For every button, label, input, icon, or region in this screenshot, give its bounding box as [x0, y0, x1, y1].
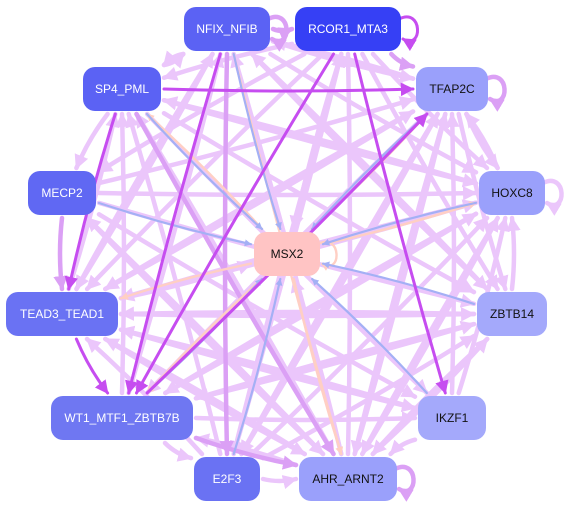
edge-zbtb14-to-msx2 [321, 261, 476, 305]
node-box [184, 7, 270, 51]
edge-sp4-pml-to-zbtb14 [161, 110, 477, 295]
edge-e2f3-to-tead3-tead1 [84, 336, 205, 457]
edge-hoxc8-to-hoxc8 [540, 178, 564, 216]
edge-e2f3-to-msx2 [232, 277, 283, 456]
edge-sp4-pml-to-tfap2c [162, 82, 415, 97]
edges-layer [53, 14, 564, 502]
edge-ikzf1-to-tead3-tead1 [118, 325, 418, 411]
edge-ahr-arnt2-to-ahr-arnt2 [392, 464, 416, 502]
edge-tfap2c-to-nfix-nfib [270, 36, 416, 81]
edge-wt1-mtf1-zbtb7b-to-e2f3 [162, 440, 194, 462]
node-box [477, 292, 547, 336]
edge-sp4-pml-to-ahr-arnt2 [134, 111, 336, 457]
edge-ahr-arnt2-to-rcor1-mta3 [341, 51, 356, 457]
node-ahr-arnt2[interactable]: AHR_ARNT2 [299, 457, 397, 501]
node-zbtb14[interactable]: ZBTB14 [477, 292, 547, 336]
edge-nfix-nfib-to-wt1-mtf1-zbtb7b [125, 52, 222, 395]
edge-tead3-tead1-to-wt1-mtf1-zbtb7b [74, 337, 110, 395]
node-box [254, 232, 320, 276]
node-box [416, 67, 488, 111]
edge-tfap2c-to-tead3-tead1 [103, 109, 416, 292]
edge-nfix-nfib-to-msx2 [232, 52, 282, 231]
edge-rcor1-mta3-to-ikzf1 [353, 52, 449, 395]
edge-nfix-nfib-to-rcor1-mta3 [270, 26, 295, 41]
node-ikzf1[interactable]: IKZF1 [418, 396, 486, 440]
edge-msx2-to-hoxc8 [321, 201, 478, 246]
node-nfix-nfib[interactable]: NFIX_NFIB [184, 7, 270, 51]
node-box [299, 457, 397, 501]
edge-nfix-nfib-to-e2f3 [219, 51, 234, 457]
edge-mecp2-to-hoxc8 [96, 186, 479, 201]
node-box [194, 457, 260, 501]
node-box [295, 7, 401, 51]
edge-wt1-mtf1-zbtb7b-to-ahr-arnt2 [193, 435, 299, 470]
edge-e2f3-to-ahr-arnt2 [260, 475, 299, 490]
edge-ikzf1-to-msx2 [311, 277, 428, 395]
node-box [51, 396, 193, 440]
node-box [418, 396, 486, 440]
node-box [83, 67, 161, 111]
node-tfap2c[interactable]: TFAP2C [416, 67, 488, 111]
edge-hoxc8-to-msx2 [321, 201, 478, 246]
node-box [6, 292, 118, 336]
edge-wt1-mtf1-zbtb7b-to-ikzf1 [193, 411, 418, 426]
edge-msx2-to-sp4-pml [145, 112, 264, 231]
node-box [28, 171, 96, 215]
edge-rcor1-mta3-to-tfap2c [389, 51, 416, 71]
edge-zbtb14-to-wt1-mtf1-zbtb7b [193, 321, 477, 402]
edge-sp4-pml-to-nfix-nfib [161, 51, 186, 69]
edge-mecp2-to-ikzf1 [96, 212, 418, 399]
edge-msx2-to-tead3-tead1 [119, 262, 253, 300]
node-mecp2[interactable]: MECP2 [28, 171, 96, 215]
node-tead3-tead1[interactable]: TEAD3_TEAD1 [6, 292, 118, 336]
edge-e2f3-to-hoxc8 [249, 215, 490, 457]
edge-mecp2-to-msx2 [97, 201, 253, 247]
edge-mecp2-to-tead3-tead1 [53, 215, 68, 292]
edge-rcor1-mta3-to-wt1-mtf1-zbtb7b [135, 52, 335, 395]
edge-tfap2c-to-ahr-arnt2 [350, 111, 448, 457]
edge-tfap2c-to-tfap2c [483, 74, 507, 112]
edge-nfix-nfib-to-hoxc8 [268, 51, 479, 175]
node-e2f3[interactable]: E2F3 [194, 457, 260, 501]
edge-sp4-pml-to-msx2 [145, 112, 264, 231]
edge-rcor1-mta3-to-msx2 [289, 51, 344, 232]
node-wt1-mtf1-zbtb7b[interactable]: WT1_MTF1_ZBTB7B [51, 396, 193, 440]
edge-sp4-pml-to-mecp2 [74, 111, 110, 171]
node-box [479, 171, 545, 215]
node-sp4-pml[interactable]: SP4_PML [83, 67, 161, 111]
node-rcor1-mta3[interactable]: RCOR1_MTA3 [295, 7, 401, 51]
edge-zbtb14-to-hoxc8 [506, 215, 521, 292]
edge-tfap2c-to-hoxc8 [464, 111, 500, 171]
edge-ikzf1-to-ahr-arnt2 [388, 437, 418, 457]
edge-tfap2c-to-e2f3 [239, 111, 440, 457]
edge-hoxc8-to-wt1-mtf1-zbtb7b [163, 211, 479, 396]
node-hoxc8[interactable]: HOXC8 [479, 171, 545, 215]
edge-wt1-mtf1-zbtb7b-to-nfix-nfib [126, 51, 225, 396]
edge-tead3-tead1-to-msx2 [118, 260, 254, 301]
node-msx2[interactable]: MSX2 [254, 232, 320, 276]
edge-msx2-to-ahr-arnt2 [292, 277, 343, 456]
edge-rcor1-mta3-to-rcor1-mta3 [397, 15, 419, 52]
edge-zbtb14-to-ahr-arnt2 [370, 336, 490, 457]
